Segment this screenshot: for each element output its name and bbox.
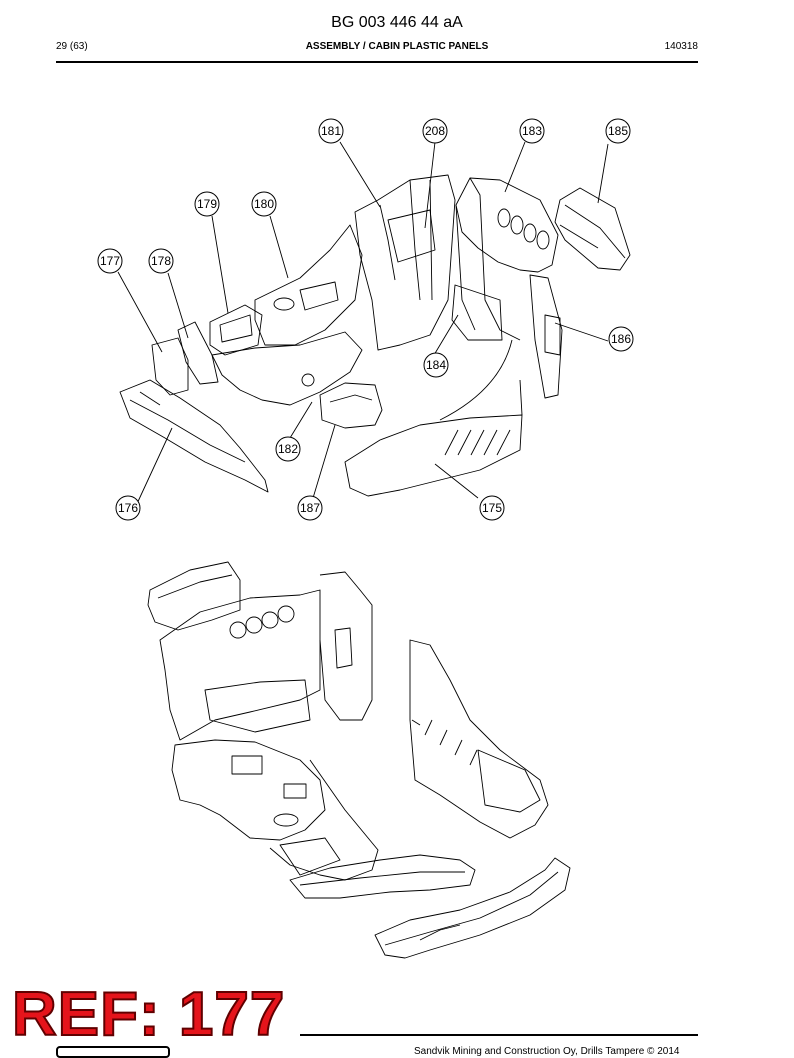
- brand-logo: [56, 1046, 170, 1058]
- callout-label: 181: [321, 124, 341, 138]
- part-side-panel: [455, 177, 559, 273]
- callout-184: [423, 352, 449, 378]
- part-185: [554, 187, 631, 271]
- callout-185: [605, 118, 631, 144]
- date-code: 140318: [664, 41, 698, 52]
- callout-177: [97, 248, 123, 274]
- callout-180: [251, 191, 277, 217]
- callout-183: [519, 118, 545, 144]
- part-186: [529, 274, 563, 399]
- callout-label: 176: [118, 501, 138, 515]
- callout-label: 187: [300, 501, 320, 515]
- part-179: [209, 304, 263, 356]
- callout-label: 179: [197, 197, 217, 211]
- page-number: 29 (63): [56, 41, 88, 52]
- callout-label: 184: [426, 358, 446, 372]
- part-178: [177, 321, 219, 385]
- part-184: [451, 284, 503, 341]
- part-181: [354, 174, 456, 351]
- part-180: [254, 224, 363, 346]
- part-187: [319, 382, 383, 429]
- callout-label: 186: [611, 332, 631, 346]
- callout-label: 208: [425, 124, 445, 138]
- callout-186: [608, 326, 634, 352]
- part-182: [211, 331, 363, 406]
- callout-179: [194, 191, 220, 217]
- ref-stamp: REF: 177: [11, 980, 286, 1049]
- footer-rule: [300, 1034, 698, 1036]
- part-175: [344, 414, 523, 497]
- callout-176: [115, 495, 141, 521]
- callout-label: 177: [100, 254, 120, 268]
- callout-178: [148, 248, 174, 274]
- section-title: ASSEMBLY / CABIN PLASTIC PANELS: [305, 41, 489, 52]
- copyright-text: Sandvik Mining and Construction Oy, Dril…: [414, 1046, 680, 1057]
- callout-208: [422, 118, 448, 144]
- callout-181: [318, 118, 344, 144]
- part-176: [119, 379, 269, 493]
- assembled-view: [147, 561, 571, 959]
- callout-187: [297, 495, 323, 521]
- part-208: [387, 209, 436, 263]
- callout-label: 175: [482, 501, 502, 515]
- document-number: BG 003 446 44 aA: [331, 14, 463, 31]
- callout-175: [479, 495, 505, 521]
- callout-label: 182: [278, 442, 298, 456]
- callout-182: [275, 436, 301, 462]
- callout-label: 180: [254, 197, 274, 211]
- part-177: [151, 337, 189, 396]
- header-rule: [56, 61, 698, 63]
- callout-label: 183: [522, 124, 542, 138]
- callout-label: 178: [151, 254, 171, 268]
- callout-label: 185: [608, 124, 628, 138]
